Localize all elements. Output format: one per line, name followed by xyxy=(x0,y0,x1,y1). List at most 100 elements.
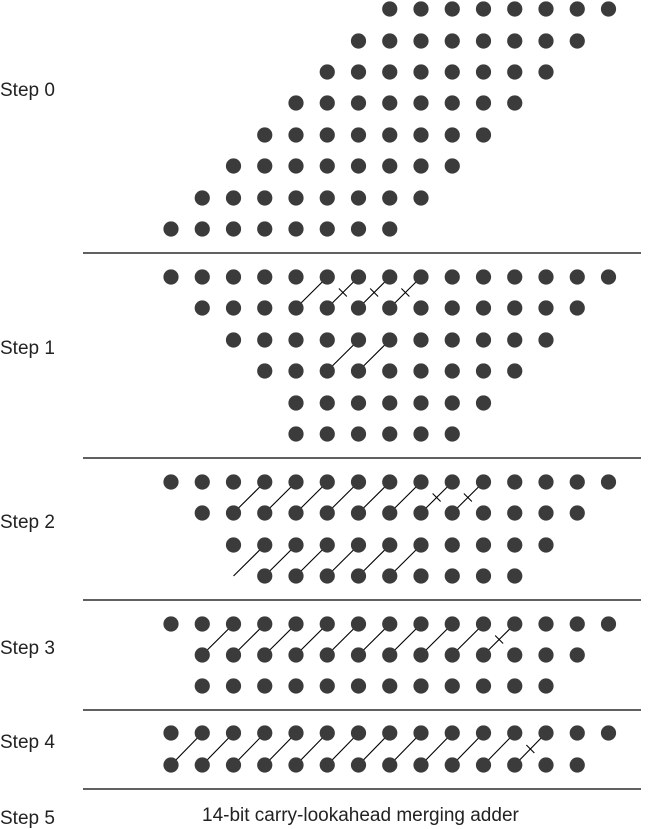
bit-dot xyxy=(382,1,398,17)
bit-dot xyxy=(569,1,585,17)
bit-dot xyxy=(257,221,273,237)
bit-dot xyxy=(225,269,242,285)
bit-dot xyxy=(288,395,304,411)
bit-dot xyxy=(382,678,398,694)
bit-dot xyxy=(350,221,367,237)
bit-dot xyxy=(382,505,398,521)
bit-dot xyxy=(413,678,429,694)
bit-dot xyxy=(569,474,585,490)
step-1-label: Step 1 xyxy=(0,338,55,359)
bit-dot xyxy=(319,64,335,80)
bit-dot xyxy=(538,647,554,663)
bit-dot xyxy=(257,158,273,174)
bit-dot xyxy=(288,363,304,379)
link-tick-mark xyxy=(338,288,348,297)
bit-dot xyxy=(569,725,585,741)
bit-dot xyxy=(288,190,304,206)
bit-dot xyxy=(382,190,398,206)
bit-dot xyxy=(475,757,492,773)
bit-dot xyxy=(538,332,554,348)
bit-dot xyxy=(538,616,554,632)
bit-dot xyxy=(194,190,210,206)
bit-dot xyxy=(194,678,210,694)
bit-dot xyxy=(413,505,429,521)
bit-dot xyxy=(413,363,429,379)
bit-dot xyxy=(538,725,554,741)
bit-dot xyxy=(194,221,210,237)
bit-dot xyxy=(163,757,179,773)
bit-dot xyxy=(507,300,523,316)
bit-dot xyxy=(382,647,398,663)
link-tick-mark xyxy=(400,288,410,297)
bit-dot xyxy=(257,616,273,632)
bit-dot xyxy=(382,616,398,632)
bit-dot xyxy=(507,363,523,379)
bit-dot xyxy=(288,505,304,521)
bit-dot xyxy=(319,426,335,442)
bit-dot xyxy=(569,269,585,285)
bit-dot xyxy=(319,757,335,773)
bit-dot xyxy=(350,95,367,111)
bit-dot xyxy=(475,537,492,553)
bit-dot xyxy=(382,158,398,174)
bit-dot xyxy=(225,647,242,663)
step-3-label: Step 3 xyxy=(0,638,55,659)
bit-dot xyxy=(257,505,273,521)
bit-dot xyxy=(319,190,335,206)
bit-dot xyxy=(257,647,273,663)
link-tick-mark xyxy=(494,635,504,644)
bit-dot xyxy=(163,474,179,490)
bit-dot xyxy=(600,269,617,285)
step-4-label: Step 4 xyxy=(0,732,55,753)
bit-dot xyxy=(382,127,398,143)
bit-dot xyxy=(475,474,492,490)
bit-dot xyxy=(413,616,429,632)
bit-dot xyxy=(569,505,585,521)
bit-dot xyxy=(288,300,304,316)
bit-dot xyxy=(475,647,492,663)
bit-dot xyxy=(600,616,617,632)
bit-dot xyxy=(444,537,460,553)
bit-dot xyxy=(350,158,367,174)
bit-dot xyxy=(475,363,492,379)
bit-dot xyxy=(350,395,367,411)
bit-dot xyxy=(194,269,210,285)
bit-dot xyxy=(569,757,585,773)
bit-dot xyxy=(475,269,492,285)
bit-dot xyxy=(257,127,273,143)
bit-dot xyxy=(225,190,242,206)
bit-dot xyxy=(350,127,367,143)
bit-dot xyxy=(475,95,492,111)
bit-dot xyxy=(194,647,210,663)
bit-dot xyxy=(507,269,523,285)
bit-dot xyxy=(225,678,242,694)
bit-dot xyxy=(538,474,554,490)
bit-dot xyxy=(382,363,398,379)
bit-dot xyxy=(225,537,242,553)
bit-dot xyxy=(225,300,242,316)
bit-dot xyxy=(538,300,554,316)
step-2-label: Step 2 xyxy=(0,512,55,533)
bit-dot xyxy=(350,300,367,316)
bit-dot xyxy=(288,426,304,442)
bit-dot xyxy=(257,474,273,490)
bit-dot xyxy=(350,269,367,285)
bit-dot xyxy=(413,95,429,111)
bit-dot xyxy=(225,221,242,237)
bit-dot xyxy=(257,363,273,379)
bit-dot xyxy=(382,269,398,285)
bit-dot xyxy=(413,332,429,348)
bit-dot xyxy=(538,64,554,80)
bit-dot xyxy=(413,64,429,80)
bit-dot xyxy=(382,64,398,80)
bit-dot xyxy=(257,568,273,584)
bit-dot xyxy=(257,269,273,285)
bit-dot xyxy=(319,537,335,553)
bit-dot xyxy=(194,757,210,773)
bit-dot xyxy=(413,395,429,411)
bit-dot xyxy=(288,568,304,584)
bit-dot xyxy=(475,332,492,348)
bit-dot xyxy=(444,158,460,174)
bit-dot xyxy=(350,363,367,379)
bit-dot xyxy=(288,757,304,773)
